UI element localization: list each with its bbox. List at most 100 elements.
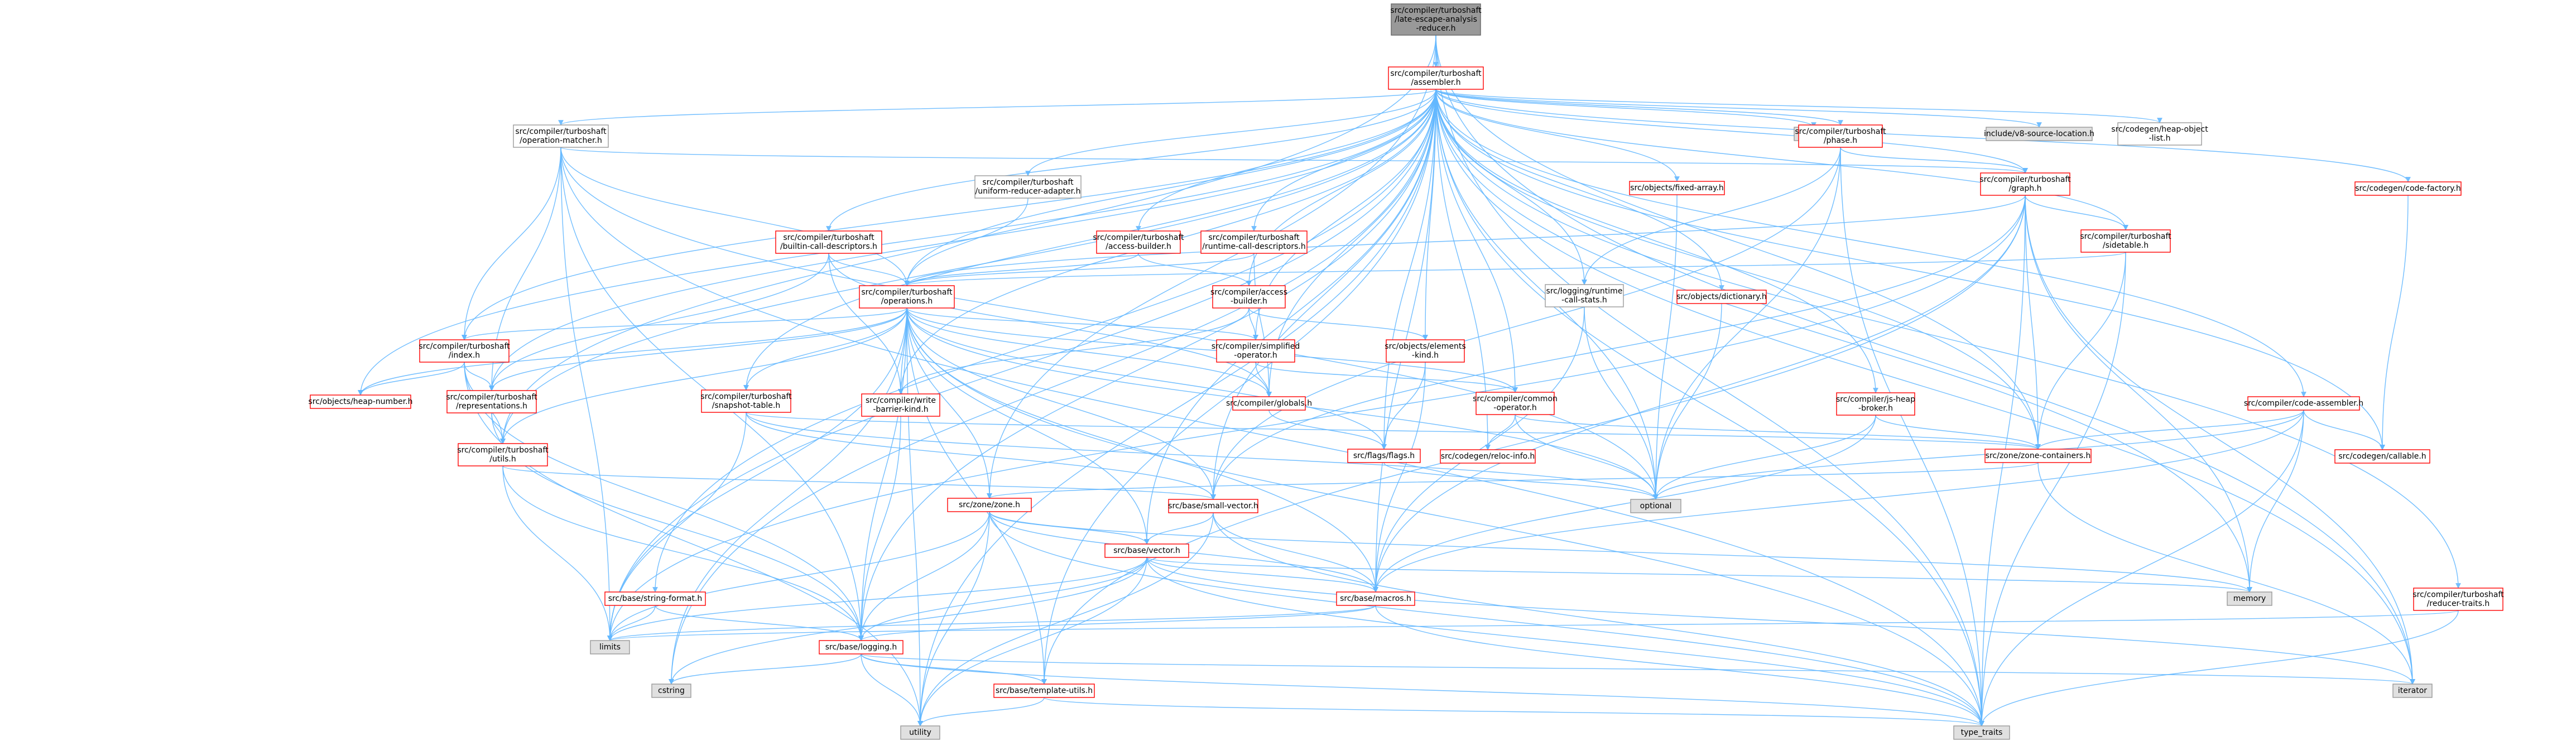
node-box	[1980, 172, 2070, 196]
graph-node-compaccessbuilder[interactable]: src/compiler/access-builder.h	[1210, 285, 1287, 309]
graph-node-cstring[interactable]: cstring	[651, 684, 691, 698]
node-label: -reducer.h	[1416, 24, 1456, 33]
graph-node-typetraits[interactable]: type_traits	[1953, 725, 2010, 740]
node-label: src/zone/zone.h	[959, 500, 1020, 509]
node-label: /assembler.h	[1411, 78, 1460, 87]
graph-node-iterator[interactable]: iterator	[2392, 684, 2433, 698]
graph-node-representations[interactable]: src/compiler/turboshaft/representations.…	[446, 390, 537, 413]
graph-node-uniformreducer[interactable]: src/compiler/turboshaft/uniform-reducer-…	[974, 175, 1082, 199]
dependency-edge	[987, 462, 2039, 499]
node-label: /phase.h	[1824, 136, 1857, 145]
dependency-edge	[906, 307, 1216, 500]
graph-node-commonop[interactable]: src/compiler/common-operator.h	[1473, 392, 1558, 415]
node-label: memory	[2233, 594, 2266, 603]
graph-node-phase[interactable]: src/compiler/turboshaft/phase.h	[1795, 124, 1886, 148]
node-label: src/compiler/turboshaft	[2412, 590, 2504, 599]
node-label: src/compiler/js-heap	[1836, 395, 1915, 404]
graph-node-opmatcher[interactable]: src/compiler/turboshaft/operation-matche…	[513, 124, 609, 148]
dependency-edge	[746, 412, 2041, 450]
graph-node-macros[interactable]: src/base/macros.h	[1336, 591, 1415, 606]
dependency-edge	[828, 253, 1272, 397]
graph-node-runtimecallstats[interactable]: src/logging/runtime-call-stats.h	[1545, 284, 1624, 307]
graph-node-stringformat[interactable]: src/base/string-format.h	[604, 591, 706, 606]
dependency-edge	[1146, 557, 1378, 593]
graph-node-sidetable[interactable]: src/compiler/turboshaft/sidetable.h	[2080, 229, 2171, 253]
dependency-edge	[2025, 195, 2252, 593]
graph-node-assembler[interactable]: src/compiler/turboshaft/assembler.h	[1388, 66, 1484, 90]
node-label: src/compiler/turboshaft	[1208, 233, 1300, 242]
graph-node-memory[interactable]: memory	[2227, 591, 2272, 606]
graph-node-index[interactable]: src/compiler/turboshaft/index.h	[419, 339, 510, 363]
dependency-edge	[743, 89, 1436, 391]
dependency-edge	[904, 253, 1255, 286]
dependency-edge	[669, 307, 907, 685]
graph-node-callable[interactable]: src/codegen/callable.h	[2334, 449, 2430, 464]
node-label: src/codegen/callable.h	[2338, 452, 2426, 461]
dependency-edge	[1515, 414, 2041, 450]
graph-node-logging[interactable]: src/base/logging.h	[819, 640, 903, 654]
dependency-edge	[1515, 414, 1659, 500]
graph-node-optional[interactable]: optional	[1630, 499, 1681, 513]
graph-node-zone[interactable]: src/zone/zone.h	[947, 498, 1032, 512]
node-box	[1200, 230, 1308, 254]
node-label: limits	[599, 643, 621, 652]
graph-node-writebarrier[interactable]: src/compiler/write-barrier-kind.h	[861, 393, 940, 417]
graph-node-utility[interactable]: utility	[900, 725, 940, 740]
graph-node-limits[interactable]: limits	[590, 640, 630, 654]
dependency-edge	[858, 416, 901, 641]
graph-node-builtincall[interactable]: src/compiler/turboshaft/builtin-call-des…	[775, 230, 882, 254]
graph-node-accessbuilder[interactable]: src/compiler/turboshaft/access-builder.h	[1093, 230, 1184, 254]
graph-node-fixedarray[interactable]: src/objects/fixed-array.h	[1629, 181, 1725, 195]
graph-node-snapshottable[interactable]: src/compiler/turboshaft/snapshot-table.h	[700, 389, 792, 413]
graph-node-simplifiedop[interactable]: src/compiler/simplified-operator.h	[1212, 339, 1300, 363]
node-label: /sidetable.h	[2103, 241, 2149, 250]
graph-node-graph[interactable]: src/compiler/turboshaft/graph.h	[1979, 172, 2071, 196]
node-box	[819, 640, 903, 654]
graph-node-smallvector[interactable]: src/base/small-vector.h	[1168, 499, 1258, 513]
node-label: src/compiler/turboshaft	[1093, 233, 1184, 242]
dependency-edge	[607, 605, 656, 641]
dependency-edge	[1435, 89, 1587, 285]
node-box	[1336, 591, 1415, 606]
dependency-edge	[502, 465, 1216, 500]
node-label: -operator.h	[1493, 403, 1537, 412]
dependency-edge	[1375, 605, 1984, 726]
dependency-edge	[861, 653, 1047, 685]
dependency-edge	[904, 198, 1029, 286]
node-label: src/compiler/turboshaft	[2080, 232, 2171, 241]
dependency-edge	[746, 412, 1216, 500]
node-label: src/compiler/write	[866, 396, 936, 405]
graph-node-zonecontainers[interactable]: src/zone/zone-containers.h	[1984, 449, 2092, 463]
dependency-edge	[917, 557, 1147, 726]
graph-node-runtimecall[interactable]: src/compiler/turboshaft/runtime-call-des…	[1200, 230, 1308, 254]
graph-node-elementskind[interactable]: src/objects/elements-kind.h	[1385, 339, 1466, 363]
dependency-edge	[917, 511, 990, 726]
graph-node-jsheapbroker[interactable]: src/compiler/js-heap-broker.h	[1836, 392, 1915, 416]
graph-node-codeassembler[interactable]: src/compiler/code-assembler.h	[2244, 396, 2363, 411]
dependency-edge	[358, 89, 1436, 396]
dependency-edge	[560, 147, 910, 286]
graph-node-v8srcloc[interactable]: include/v8-source-location.h	[1984, 127, 2094, 141]
dependency-edge	[906, 307, 1272, 397]
dependency-edge	[1653, 147, 1841, 500]
edges-layer	[358, 35, 2461, 726]
graph-node-relocinfo[interactable]: src/codegen/reloc-info.h	[1440, 449, 1536, 464]
graph-node-reducertraits[interactable]: src/compiler/turboshaft/reducer-traits.h	[2412, 588, 2504, 611]
graph-node-templateutils[interactable]: src/base/template-utils.h	[993, 684, 1095, 698]
dependency-edge	[1146, 557, 2252, 593]
graph-node-flags[interactable]: src/flags/flags.h	[1347, 449, 1421, 463]
graph-node-heapobjlist[interactable]: src/codegen/heap-object-list.h	[2111, 122, 2208, 146]
graph-node-vector[interactable]: src/base/vector.h	[1104, 543, 1189, 558]
graph-node-globals[interactable]: src/compiler/globals.h	[1226, 396, 1312, 411]
node-box	[2227, 591, 2272, 606]
node-box	[701, 389, 791, 413]
dependency-edge	[1041, 195, 2026, 685]
graph-node-tsutils[interactable]: src/compiler/turboshaft/utils.h	[457, 443, 549, 466]
graph-node-root[interactable]: src/compiler/turboshaft/late-escape-anal…	[1390, 3, 1482, 36]
graph-node-dictionary[interactable]: src/objects/dictionary.h	[1676, 290, 1767, 304]
graph-node-codefactory[interactable]: src/codegen/code-factory.h	[2354, 181, 2462, 196]
dependency-edge	[1210, 89, 1436, 500]
graph-node-operations[interactable]: src/compiler/turboshaft/operations.h	[859, 285, 955, 309]
graph-node-heapnumber[interactable]: src/objects/heap-number.h	[309, 394, 413, 409]
